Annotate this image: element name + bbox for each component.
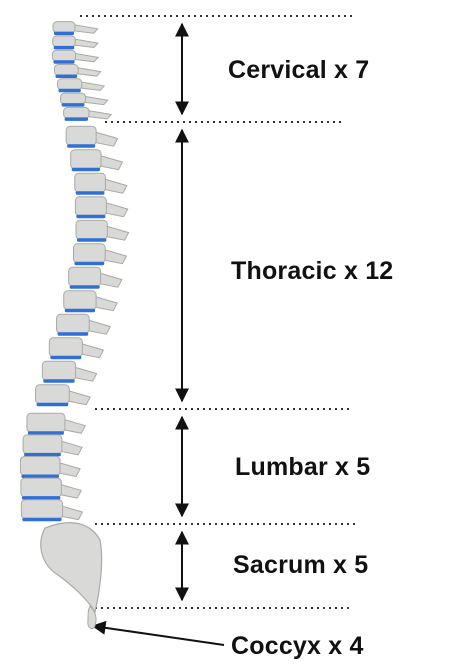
intervertebral-disc <box>59 89 81 93</box>
vertebra-body <box>71 150 101 169</box>
vertebra-body <box>21 478 61 497</box>
vertebra-body <box>58 79 82 90</box>
vertebra-body <box>57 314 90 333</box>
vertebra-body <box>49 338 82 357</box>
vertebra-body <box>27 413 65 432</box>
vertebra-body <box>36 385 70 404</box>
vertebra-body <box>66 126 96 145</box>
vertebra-body <box>64 291 96 310</box>
vertebra-body <box>75 197 106 216</box>
intervertebral-disc <box>62 103 85 107</box>
intervertebral-disc <box>54 46 75 50</box>
vertebra-body <box>23 435 62 454</box>
vertebra-body <box>64 107 89 118</box>
vertebra-body <box>53 22 75 33</box>
vertebra-body <box>69 267 101 286</box>
intervertebral-disc <box>54 32 74 36</box>
vertebra-body <box>61 93 86 104</box>
intervertebral-disc <box>21 475 59 479</box>
coccyx-pointer-arrow <box>93 626 224 645</box>
intervertebral-disc <box>65 117 88 121</box>
vertebra-body <box>52 50 75 61</box>
vertebra-body <box>21 500 62 519</box>
cervical-label: Cervical x 7 <box>228 56 369 85</box>
intervertebral-disc <box>76 215 105 219</box>
spine-illustration <box>20 22 128 629</box>
intervertebral-disc <box>50 356 81 360</box>
intervertebral-disc <box>76 191 105 195</box>
vertebra-body <box>75 173 106 192</box>
intervertebral-disc <box>58 332 89 336</box>
intervertebral-disc <box>75 262 105 266</box>
thoracic-label: Thoracic x 12 <box>231 257 393 286</box>
intervertebral-disc <box>77 238 106 242</box>
sacrum-label: Sacrum x 5 <box>233 551 368 580</box>
vertebra-body <box>54 65 78 76</box>
intervertebral-disc <box>53 60 74 64</box>
intervertebral-disc <box>65 309 95 313</box>
vertebra-body <box>42 361 75 380</box>
intervertebral-disc <box>67 144 95 148</box>
vertebra-body <box>53 36 76 47</box>
intervertebral-disc <box>22 496 60 500</box>
intervertebral-disc <box>24 453 61 457</box>
intervertebral-disc <box>43 379 74 383</box>
lumbar-label: Lumbar x 5 <box>235 453 370 482</box>
vertebra-body <box>74 244 106 263</box>
vertebra-body <box>76 220 107 239</box>
coccyx-label: Coccyx x 4 <box>231 632 364 661</box>
intervertebral-disc <box>55 75 77 79</box>
vertebra-body <box>20 457 60 476</box>
intervertebral-disc <box>70 285 100 289</box>
intervertebral-disc <box>37 403 69 407</box>
intervertebral-disc <box>72 168 100 172</box>
intervertebral-disc <box>28 431 64 435</box>
intervertebral-disc <box>22 518 61 522</box>
sacrum-bone <box>41 523 102 612</box>
